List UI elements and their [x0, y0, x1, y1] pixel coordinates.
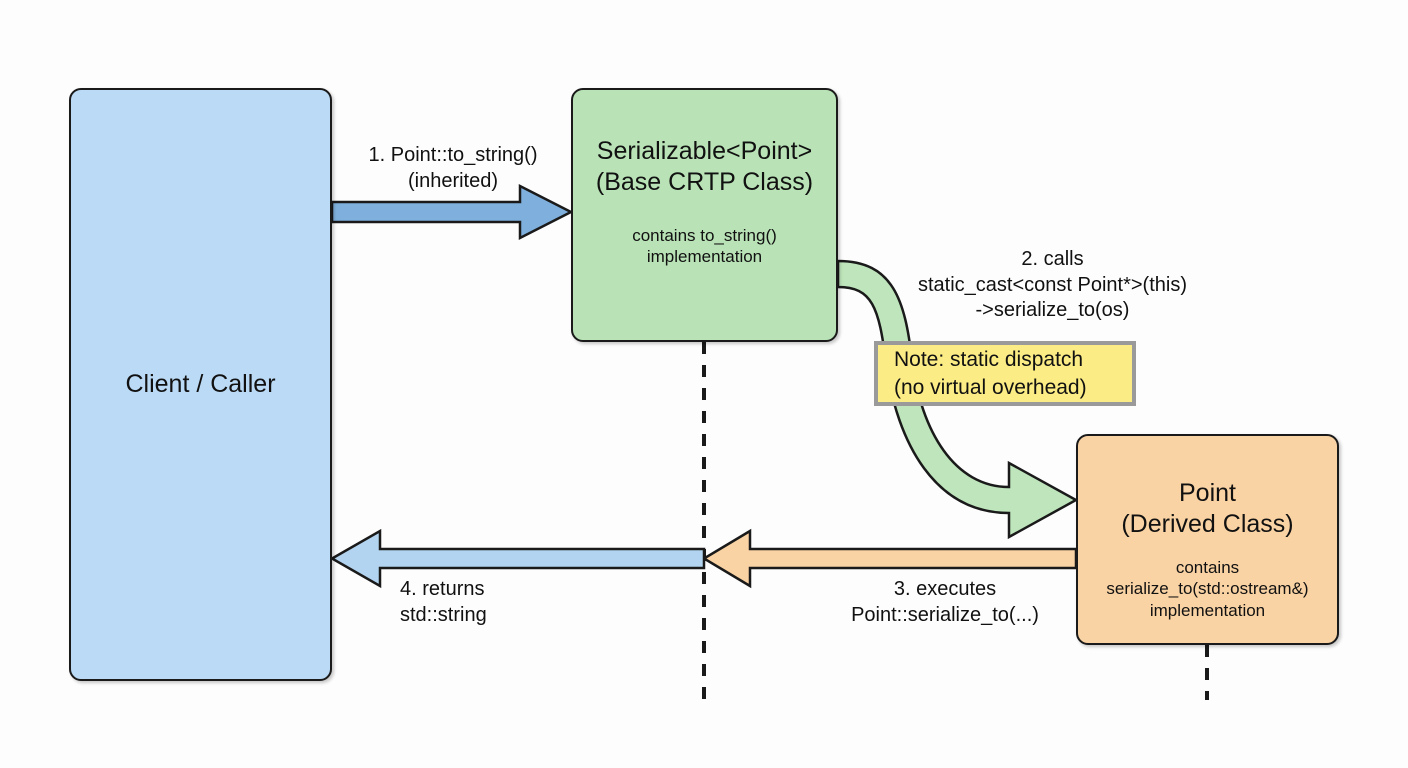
returns-string-arrow-label: 4. returns std::string: [400, 578, 487, 626]
client-caller-node[interactable]: Client / Caller: [69, 88, 332, 681]
client-caller-title: Client / Caller: [125, 370, 276, 399]
serializable-base-class-node[interactable]: Serializable<Point> (Base CRTP Class) co…: [571, 88, 838, 342]
executes-serialize-to-arrow-label: 3. executes Point::serialize_to(...): [851, 578, 1039, 626]
point-derived-class-title: Point (Derived Class): [1121, 479, 1294, 538]
point-derived-class-subtitle: contains serialize_to(std::ostream&) imp…: [1106, 558, 1309, 620]
serializable-base-class-title: Serializable<Point> (Base CRTP Class): [595, 137, 814, 196]
call-to-string-arrow-label: 1. Point::to_string() (inherited): [368, 144, 538, 192]
static-dispatch-note[interactable]: Note: static dispatch (no virtual overhe…: [874, 341, 1136, 406]
point-derived-class-node[interactable]: Point (Derived Class) contains serialize…: [1076, 434, 1339, 645]
static-cast-call-arrow-label: 2. calls static_cast<const Point*>(this)…: [917, 248, 1187, 322]
serializable-base-class-subtitle: contains to_string() implementation: [632, 226, 777, 267]
